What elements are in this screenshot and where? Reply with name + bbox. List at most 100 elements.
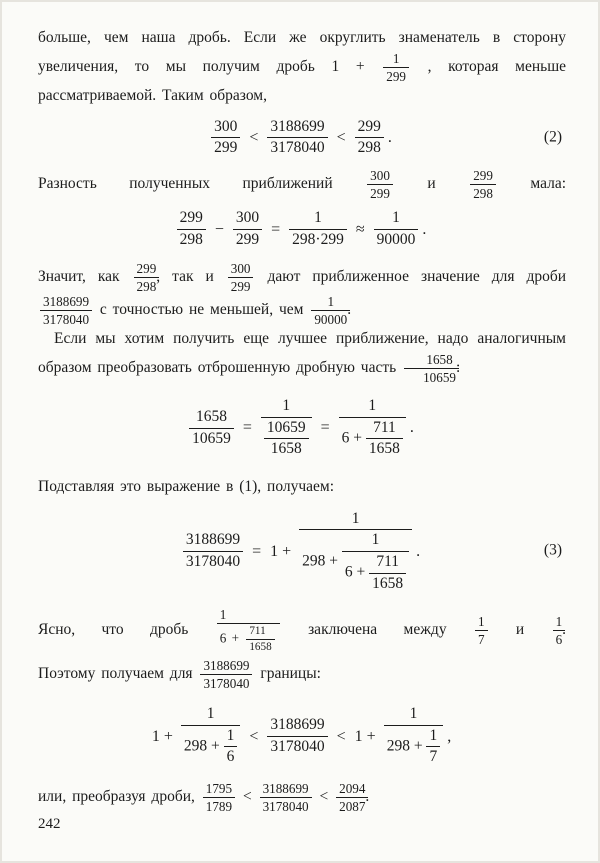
text-run: Разность полученных приближений: [38, 175, 333, 193]
text-run: с точностью не меньшей, чем: [99, 301, 304, 319]
text-run: , так и: [156, 267, 214, 285]
math-term: 1 +: [270, 542, 292, 560]
text-run: Если мы хотим получить еще лучшее прибли…: [38, 330, 566, 377]
period: .: [562, 621, 567, 639]
less-than-sign: <: [249, 727, 259, 745]
text-run: Подставляя это выражение в (1), получаем…: [38, 477, 335, 495]
minus-sign: −: [214, 220, 224, 238]
equals-sign: =: [271, 220, 281, 238]
math-term: 6 +: [341, 429, 363, 447]
equals-sign: =: [252, 542, 262, 560]
math-term: 298 +: [183, 737, 220, 755]
text-run: больше, чем наша дробь. Если же округлит…: [38, 29, 566, 75]
text-run: Значит, как: [38, 267, 120, 285]
text-run: и: [515, 621, 525, 639]
text-run: границы:: [260, 665, 321, 683]
text-run: заключена между: [308, 621, 447, 639]
text-run: , которая меньше рассматриваемой. Таким …: [38, 58, 567, 105]
math-term: 6 +: [344, 563, 366, 581]
period: .: [387, 129, 392, 147]
math-term: 6 +: [219, 630, 240, 646]
comma: ,: [447, 727, 452, 745]
less-than-sign: <: [319, 788, 329, 806]
paragraph-5: Подставляя это выражение в (1), получаем…: [38, 475, 566, 500]
less-than-sign: <: [336, 129, 346, 147]
math-term: 1 +: [331, 58, 365, 75]
page-number: 242: [38, 816, 61, 832]
equation-number-2: (2): [543, 128, 562, 146]
text-run: и: [427, 175, 436, 193]
numerator: 1: [392, 50, 400, 66]
less-than-sign: <: [249, 129, 259, 147]
period: .: [416, 542, 421, 560]
period: .: [422, 220, 427, 238]
approx-sign: ≈: [355, 220, 365, 238]
equals-sign: =: [242, 419, 252, 437]
colon: :: [455, 359, 461, 377]
text-run: мала:: [530, 175, 567, 193]
text-run: Ясно, что дробь: [38, 621, 189, 639]
period: .: [409, 419, 414, 437]
math-term: 1 +: [354, 727, 376, 745]
math-term: 298 +: [386, 737, 423, 755]
text-run: Поэтому получаем для: [38, 665, 193, 683]
equals-sign: =: [320, 419, 330, 437]
denominator: 299: [383, 66, 409, 84]
paragraph-1: больше, чем наша дробь. Если же округлит…: [38, 26, 566, 109]
text-run: или, преобразуя дроби,: [38, 788, 195, 806]
text-run: дают приближенное значение для дроби: [267, 267, 567, 285]
equation-number-3: (3): [543, 542, 562, 560]
paragraph-4: Если мы хотим получить еще лучшее прибли…: [38, 327, 566, 385]
math-term: 298 +: [302, 552, 339, 570]
less-than-sign: <: [242, 788, 252, 806]
math-term: 1 +: [151, 727, 173, 745]
